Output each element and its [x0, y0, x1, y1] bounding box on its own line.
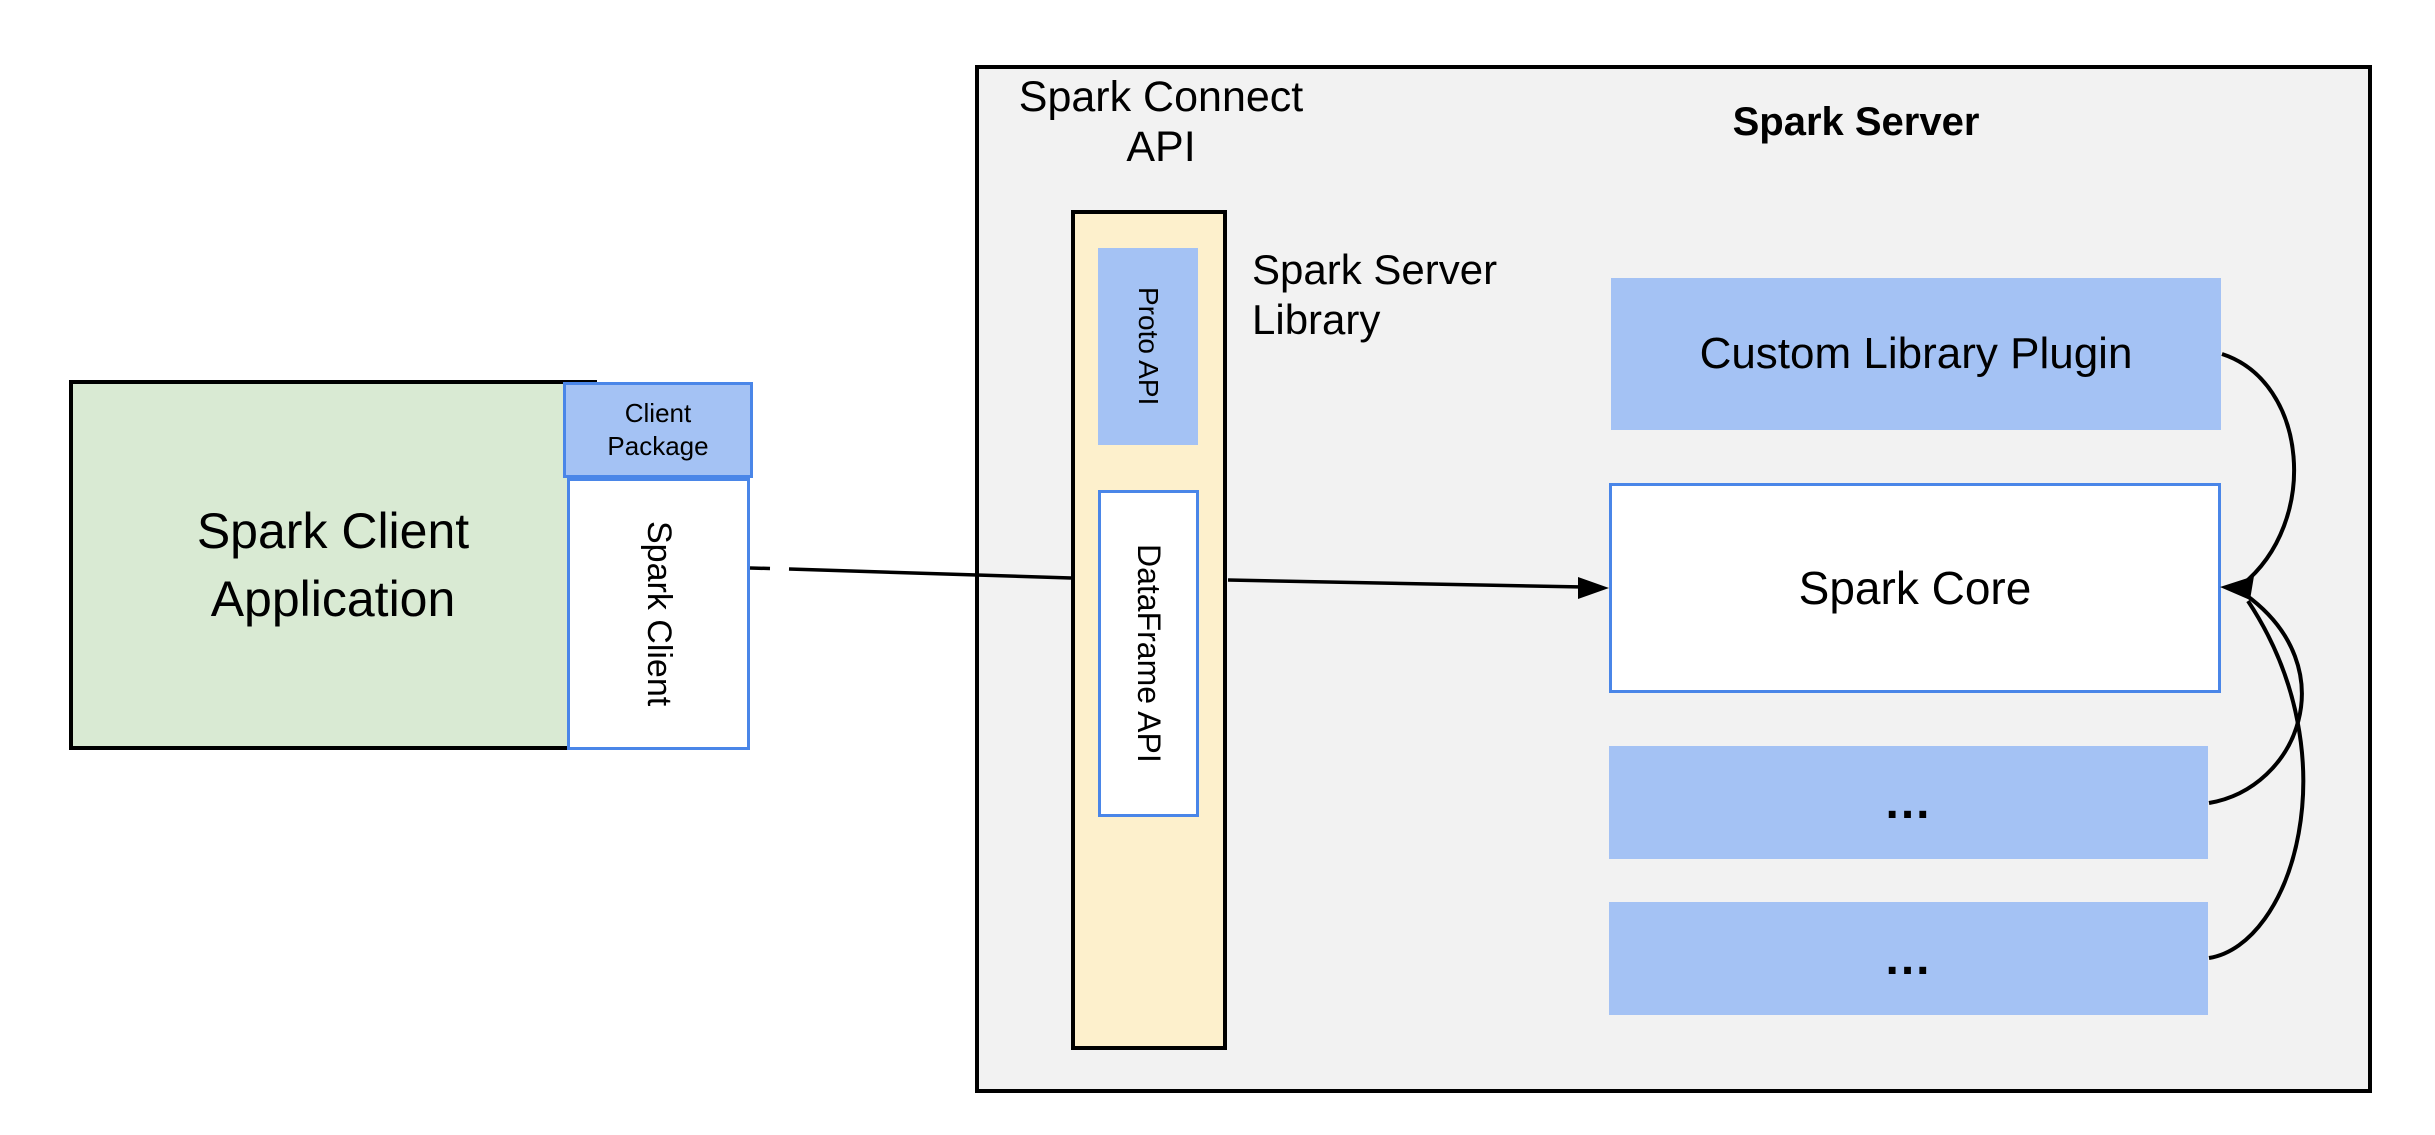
- extension-box-1-ellipsis: ...: [1885, 776, 1932, 829]
- dataframe-api-label: DataFrame API: [1131, 544, 1167, 763]
- spark-server-library-label: Spark Server Library: [1252, 245, 1572, 345]
- client-package-label-line1: Client: [624, 398, 692, 428]
- extension-box-2-ellipsis: ...: [1885, 932, 1932, 985]
- extension-box-2: ...: [1609, 902, 2208, 1015]
- spark-core-label: Spark Core: [1798, 562, 2032, 614]
- spark-server-title: Spark Server: [1732, 100, 1980, 144]
- spark-server-library-label-line2: Library: [1252, 296, 1381, 343]
- spark-core-box: Spark Core: [1609, 483, 2221, 693]
- spark-client-application-box: Spark Client Application: [69, 380, 597, 750]
- proto-api-label: Proto API: [1133, 287, 1164, 406]
- client-package-label-line2: Package: [607, 431, 709, 461]
- spark-server-library-label-line1: Spark Server: [1252, 246, 1498, 293]
- proto-api-box: Proto API: [1098, 248, 1198, 445]
- spark-client-label: Spark Client: [640, 521, 678, 707]
- client-package-label: Client Package: [607, 397, 708, 463]
- client-to-connect-line-dash: [749, 566, 771, 571]
- custom-library-plugin-label: Custom Library Plugin: [1699, 329, 2133, 378]
- spark-client-application-label-line2: Application: [210, 571, 456, 627]
- spark-connect-api-label-line2: API: [1126, 123, 1196, 171]
- extension-box-1: ...: [1609, 746, 2208, 859]
- spark-connect-api-label-line1: Spark Connect: [1018, 73, 1304, 121]
- spark-client-application-label: Spark Client Application: [197, 497, 469, 633]
- spark-client-application-label-line1: Spark Client: [196, 503, 470, 559]
- client-package-box: Client Package: [563, 382, 753, 478]
- spark-client-box: Spark Client: [567, 478, 750, 750]
- spark-connect-api-label: Spark Connect API: [996, 72, 1326, 172]
- custom-library-plugin-box: Custom Library Plugin: [1611, 278, 2221, 430]
- dataframe-api-box: DataFrame API: [1098, 490, 1199, 817]
